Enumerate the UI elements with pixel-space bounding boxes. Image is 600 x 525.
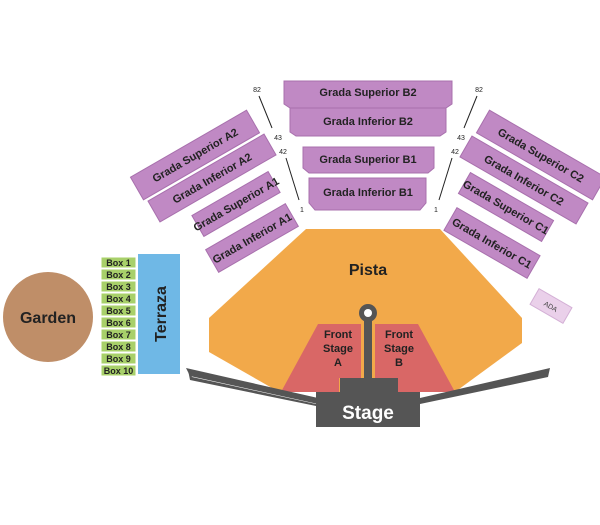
section-grada-inferior-b1[interactable]: Grada Inferior B1 (308, 177, 427, 211)
row-number-left-82: 82 (253, 87, 261, 94)
row-number-right-1: 1 (434, 207, 438, 214)
garden-label: Garden (20, 310, 76, 327)
row-number-right-82: 82 (475, 87, 483, 94)
front-stage-a-line2: Stage (323, 343, 353, 355)
box-1[interactable]: Box 1 (100, 256, 137, 269)
section-terraza[interactable]: Terraza (138, 254, 180, 374)
section-front-stage-a[interactable]: Front Stage A (281, 324, 361, 392)
box-7-label: Box 7 (106, 330, 131, 340)
front-stage-b-line1: Front (385, 329, 413, 341)
section-ada[interactable]: ADA (529, 288, 573, 324)
box-10[interactable]: Box 10 (100, 364, 137, 377)
box-4[interactable]: Box 4 (100, 292, 137, 305)
boxes: Box 1 Box 2 Box 3 Box 4 Box 5 Box 6 Box … (100, 256, 137, 377)
front-stage-b-line3: B (395, 357, 403, 369)
box-8[interactable]: Box 8 (100, 340, 137, 353)
row-number-left-42: 42 (279, 149, 287, 156)
box-6[interactable]: Box 6 (100, 316, 137, 329)
front-stage-a-line3: A (334, 357, 342, 369)
section-grada-superior-b1[interactable]: Grada Superior B1 (302, 146, 435, 174)
stage-label: Stage (342, 403, 394, 424)
front-stage-a-line1: Front (324, 329, 352, 341)
pista-label: Pista (349, 262, 387, 279)
row-guides-right: 82 43 42 1 (434, 87, 483, 214)
box-1-label: Box 1 (106, 258, 131, 268)
section-garden[interactable]: Garden (3, 272, 93, 362)
box-3-label: Box 3 (106, 282, 131, 292)
box-9[interactable]: Box 9 (100, 352, 137, 365)
box-7[interactable]: Box 7 (100, 328, 137, 341)
grada-superior-b2-label: Grada Superior B2 (319, 87, 416, 99)
section-grada-superior-b2[interactable]: Grada Superior B2 (283, 80, 453, 109)
section-front-stage-b[interactable]: Front Stage B (375, 324, 455, 392)
stage: Stage (186, 304, 550, 427)
row-number-right-42: 42 (451, 149, 459, 156)
box-3[interactable]: Box 3 (100, 280, 137, 293)
row-guides-left: 82 43 42 1 (253, 87, 304, 214)
front-stage-b-line2: Stage (384, 343, 414, 355)
row-number-right-43: 43 (457, 135, 465, 142)
grada-superior-b1-label: Grada Superior B1 (319, 154, 416, 166)
box-10-label: Box 10 (104, 366, 134, 376)
box-2-label: Box 2 (106, 270, 131, 280)
grada-inferior-b1-label: Grada Inferior B1 (323, 187, 413, 199)
section-grada-inferior-b2[interactable]: Grada Inferior B2 (289, 107, 447, 137)
row-number-left-1: 1 (300, 207, 304, 214)
terraza-label: Terraza (153, 286, 170, 342)
box-6-label: Box 6 (106, 318, 131, 328)
box-5[interactable]: Box 5 (100, 304, 137, 317)
grada-inferior-b2-label: Grada Inferior B2 (323, 116, 413, 128)
box-8-label: Box 8 (106, 342, 131, 352)
box-9-label: Box 9 (106, 354, 131, 364)
box-2[interactable]: Box 2 (100, 268, 137, 281)
row-number-left-43: 43 (274, 135, 282, 142)
box-5-label: Box 5 (106, 306, 131, 316)
box-4-label: Box 4 (106, 294, 131, 304)
